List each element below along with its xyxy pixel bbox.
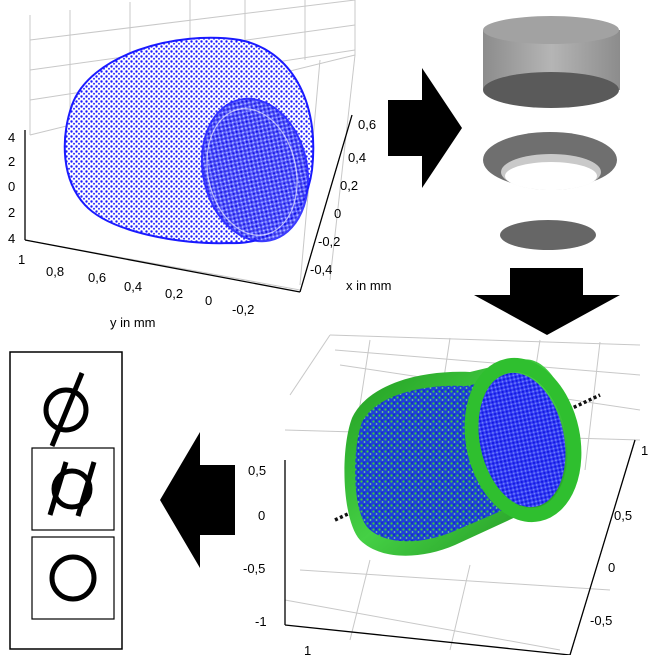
plot3-left-tick: -0,5: [243, 561, 265, 576]
plot3-right-tick: 0: [608, 560, 615, 575]
plot3-left-tick: 0,5: [248, 463, 266, 478]
diameter-symbol: [43, 372, 89, 447]
plot1-axes: [24, 114, 353, 293]
cone-ring-shape: [483, 132, 617, 190]
plot1-x-tick: 0,6: [358, 117, 376, 132]
plot1-z-tick: 2: [8, 205, 15, 220]
symbol-panel: [9, 351, 123, 650]
circularity-box: [31, 536, 115, 620]
plot1-x-tick: 0,4: [348, 150, 366, 165]
plot1-x-tick: -0,2: [318, 234, 340, 249]
plot1-y-tick: 1: [18, 252, 25, 267]
cylindricity-symbol: [47, 461, 97, 517]
plot1-x-tick: -0,4: [310, 262, 332, 277]
plot3-left-tick: 0: [258, 508, 265, 523]
plot1-y-axis-title: y in mm: [110, 315, 156, 330]
plot1-y-tick: 0,2: [165, 286, 183, 301]
cylinder-shape: [483, 16, 620, 108]
circularity-symbol: [49, 554, 97, 602]
plot1-y-tick: -0,2: [232, 302, 254, 317]
plot3-right-tick: 0,5: [614, 508, 632, 523]
plot1-y-tick: 0: [205, 293, 212, 308]
plot3-right-tick: -0,5: [590, 613, 612, 628]
geometry-primitives: [483, 16, 620, 250]
plot1-x-tick: 0,2: [340, 178, 358, 193]
fitted-cylinder: [344, 357, 582, 556]
plot1-z-tick: 4: [8, 130, 15, 145]
plot1-x-tick: 0: [334, 206, 341, 221]
point-cloud-plot: 4 2 0 2 4 1 0,8 0,6 0,4 0,2 0 -0,2 0,6 0…: [8, 0, 392, 330]
plot3-left-tick: -1: [255, 614, 267, 629]
arrow-right: [388, 68, 462, 188]
point-cloud: [63, 36, 315, 245]
plot3-right-tick: 1: [641, 443, 648, 458]
plot1-y-tick: 0,8: [46, 264, 64, 279]
plot1-z-tick: 2: [8, 154, 15, 169]
disk-shape: [500, 220, 596, 250]
arrow-left: [160, 432, 235, 568]
cylindricity-box: [31, 447, 115, 531]
plot3-axes: [284, 439, 636, 655]
plot1-z-tick: 4: [8, 231, 15, 246]
plot1-y-tick: 0,4: [124, 279, 142, 294]
plot1-z-tick: 0: [8, 179, 15, 194]
plot3-bottom-tick: 1: [304, 643, 311, 655]
plot1-x-axis-title: x in mm: [346, 278, 392, 293]
arrow-down: [474, 268, 620, 335]
plot1-y-tick: 0,6: [88, 270, 106, 285]
fitted-cylinder-plot: 0,5 0 -0,5 -1 1 0,5 0 -0,5 1: [243, 334, 648, 655]
